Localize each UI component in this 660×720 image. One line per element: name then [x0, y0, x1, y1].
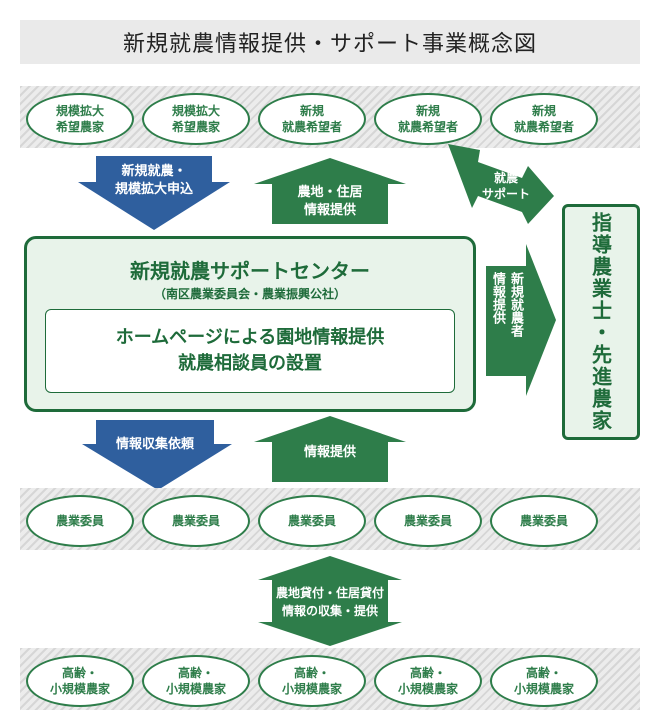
top-node: 新規就農希望者 — [258, 93, 366, 145]
middle-node: 農業委員 — [142, 495, 250, 547]
support-center-subtitle: （南区農業委員会・農業振興公社） — [153, 287, 346, 301]
bottom-node: 高齢・小規模農家 — [490, 655, 598, 707]
services-box: ホームページによる園地情報提供 就農相談員の設置 — [45, 309, 455, 393]
new-farmer-info-arrow — [486, 244, 556, 396]
title-bar: 新規就農情報提供・サポート事業概念図 — [20, 20, 640, 64]
top-node: 新規就農希望者 — [374, 93, 482, 145]
middle-node: 農業委員 — [490, 495, 598, 547]
info-top-arrow — [254, 158, 406, 224]
bottom-node: 高齢・小規模農家 — [26, 655, 134, 707]
bottom-node: 高齢・小規模農家 — [258, 655, 366, 707]
lending-arrow — [258, 556, 402, 646]
middle-node: 農業委員 — [258, 495, 366, 547]
apply-arrow — [78, 156, 230, 230]
collect-request-label: 情報収集依頼 — [115, 437, 194, 452]
middle-node: 農業委員 — [374, 495, 482, 547]
collect-request-arrow — [82, 420, 232, 490]
page-title: 新規就農情報提供・サポート事業概念図 — [122, 32, 537, 57]
support-arrow — [448, 144, 554, 224]
top-node: 規模拡大希望農家 — [26, 93, 134, 145]
bottom-node: 高齢・小規模農家 — [142, 655, 250, 707]
top-node: 新規就農希望者 — [490, 93, 598, 145]
info-bottom-label: 情報提供 — [303, 445, 356, 460]
services-line-2: 就農相談員の設置 — [178, 353, 322, 374]
advisor-farmers-label: 指導農業士・先進農家 — [588, 212, 613, 432]
advisor-farmers-box: 指導農業士・先進農家 — [562, 204, 640, 440]
info-bottom-arrow — [254, 416, 406, 482]
support-center-box: 新規就農サポートセンター （南区農業委員会・農業振興公社） ホームページによる園… — [24, 236, 476, 412]
new-farmer-info-label: 新規就農者情報提供 — [490, 272, 523, 337]
middle-node: 農業委員 — [26, 495, 134, 547]
info-top-arrow-label: 農地・住居情報提供 — [297, 185, 363, 218]
support-center-title: 新規就農サポートセンター — [130, 259, 370, 283]
apply-arrow-label: 新規就農・規模拡大申込 — [114, 164, 193, 197]
bottom-node: 高齢・小規模農家 — [374, 655, 482, 707]
support-arrow-label: 就農サポート — [481, 171, 530, 201]
top-node: 規模拡大希望農家 — [142, 93, 250, 145]
services-line-1: ホームページによる園地情報提供 — [115, 327, 385, 348]
lending-arrow-label: 農地貸付・住居貸付情報の収集・提供 — [275, 586, 384, 618]
